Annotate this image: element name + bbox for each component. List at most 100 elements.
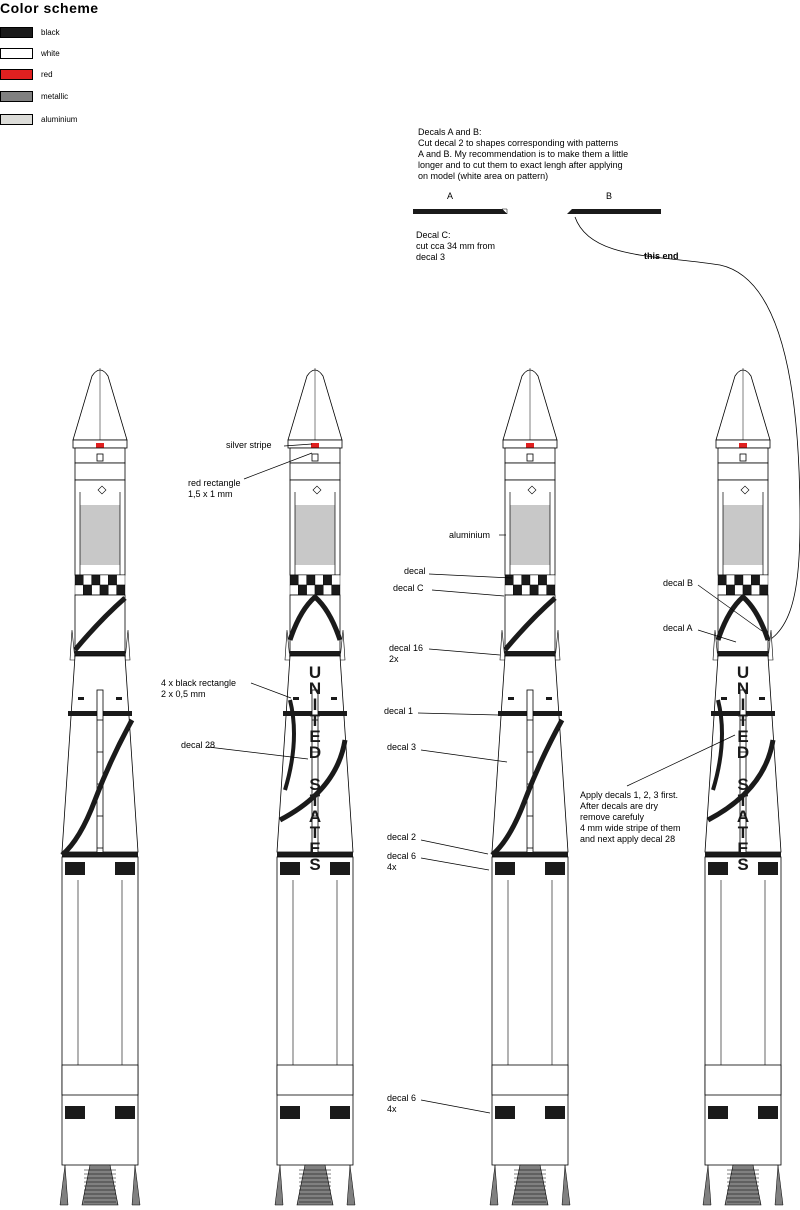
- black-rectangle: [293, 697, 299, 700]
- leader-red-rectangle: [243, 452, 313, 480]
- engine-skirt: [491, 1064, 569, 1096]
- engine-skirt: [704, 1064, 782, 1096]
- note-line: A and B. My recommendation is to make th…: [418, 149, 629, 159]
- rocket-letter: E: [737, 727, 748, 746]
- black-rectangle: [759, 697, 765, 700]
- black-rectangle: [78, 697, 84, 700]
- checker-band: [504, 574, 556, 596]
- checker-cell: [504, 584, 514, 596]
- legend-title: Color scheme: [0, 0, 99, 16]
- note-line: and next apply decal 28: [580, 834, 676, 844]
- rocket-letter: S: [737, 855, 748, 874]
- note-line: on model (white area on pattern): [418, 171, 549, 181]
- rocket-letter: N: [309, 679, 321, 698]
- diamond-mark: [97, 485, 107, 495]
- black-rectangle: [546, 697, 552, 700]
- note-line: cut cca 34 mm from: [416, 241, 496, 251]
- rocket-letter: U: [309, 663, 321, 682]
- fin-left: [499, 629, 506, 661]
- decal-6-lower-left: [708, 1106, 728, 1119]
- leader-apply-note: [626, 734, 736, 787]
- leader-lines: [207, 443, 763, 1114]
- checker-cell: [742, 584, 752, 596]
- checker-cell: [306, 574, 316, 586]
- decal-16-band: [75, 651, 125, 656]
- checker-cell: [529, 574, 539, 586]
- rocket-letter: N: [737, 679, 749, 698]
- nozzle: [511, 1164, 549, 1206]
- this-end-label: this end: [644, 251, 679, 261]
- checker-cell: [504, 574, 514, 586]
- nozzle: [81, 1164, 119, 1206]
- checker-cell: [74, 574, 84, 586]
- label-line: 4 x black rectangle: [161, 678, 237, 688]
- leader-decal-a: [697, 629, 737, 643]
- checker-cell: [116, 584, 126, 596]
- checker-cell: [108, 574, 117, 586]
- decal-6-lower-left: [495, 1106, 515, 1119]
- decal-arch: [287, 593, 343, 641]
- red-rectangle: [96, 443, 104, 448]
- vernier-left: [702, 1164, 712, 1206]
- silver-stripe-mark: [311, 453, 319, 462]
- note-line: remove carefuly: [580, 812, 645, 822]
- legend-label-metallic: metallic: [41, 91, 69, 101]
- checker-cell: [289, 584, 299, 596]
- aluminium-panel: [510, 505, 550, 565]
- label-decal-28: decal 28: [181, 740, 216, 750]
- checker-cell: [751, 584, 760, 596]
- checker-cell: [83, 584, 92, 596]
- legend-swatch-black: [0, 26, 33, 38]
- decal-6-lower-right: [758, 1106, 778, 1119]
- label-line: decal 6: [387, 1093, 417, 1103]
- rocket-letter: E: [737, 839, 748, 858]
- red-rectangle: [739, 443, 747, 448]
- checker-cell: [521, 574, 531, 586]
- vernier-right: [346, 1164, 356, 1206]
- label-line: decal 6: [387, 851, 417, 861]
- note-line: Decals A and B:: [418, 127, 482, 137]
- checker-cell: [306, 584, 316, 596]
- nozzle: [724, 1164, 762, 1206]
- checker-cell: [759, 584, 769, 596]
- decal-c-stripe: [503, 596, 557, 652]
- pattern-a-label: A: [447, 191, 454, 201]
- rocket-letter: T: [738, 791, 749, 810]
- checker-cell: [74, 584, 84, 596]
- black-rectangle: [331, 697, 337, 700]
- decal-3-spiral-back: [711, 699, 724, 791]
- rocket-letter: S: [737, 775, 748, 794]
- label-line: 4x: [387, 1104, 397, 1114]
- decal-3-spiral: [60, 718, 135, 857]
- checker-cell: [513, 574, 522, 586]
- label-decal-2: decal 2: [387, 832, 417, 842]
- decal-c-stripe: [73, 596, 127, 652]
- legend-item-black: black: [0, 26, 60, 38]
- note-line: Cut decal 2 to shapes corresponding with…: [418, 138, 619, 148]
- checker-cell: [289, 574, 299, 586]
- label-decal-6-upper: decal 6 4x: [387, 851, 416, 873]
- fin-right: [124, 629, 131, 661]
- decal-6-upper-right: [545, 862, 565, 875]
- legend-label-red: red: [41, 69, 53, 79]
- aluminium-panel: [80, 505, 120, 565]
- vernier-right: [131, 1164, 141, 1206]
- black-rectangle: [116, 697, 122, 700]
- decal-2-band: [277, 852, 353, 857]
- decal-2-band: [62, 852, 138, 857]
- checker-band: [717, 574, 769, 596]
- diamond-mark: [527, 485, 537, 495]
- leader-decal-6-lower: [420, 1099, 491, 1114]
- upper-stage-top: [74, 462, 126, 481]
- decal-6-upper-left: [65, 862, 85, 875]
- checker-cell: [546, 574, 556, 586]
- decal-2-band: [705, 852, 781, 857]
- checker-cell: [99, 574, 109, 586]
- diamond-mark: [312, 485, 322, 495]
- decal-6-upper-right: [115, 862, 135, 875]
- checker-cell: [529, 584, 539, 596]
- rocket-letter: E: [309, 727, 320, 746]
- label-line: 2 x 0,5 mm: [161, 689, 206, 699]
